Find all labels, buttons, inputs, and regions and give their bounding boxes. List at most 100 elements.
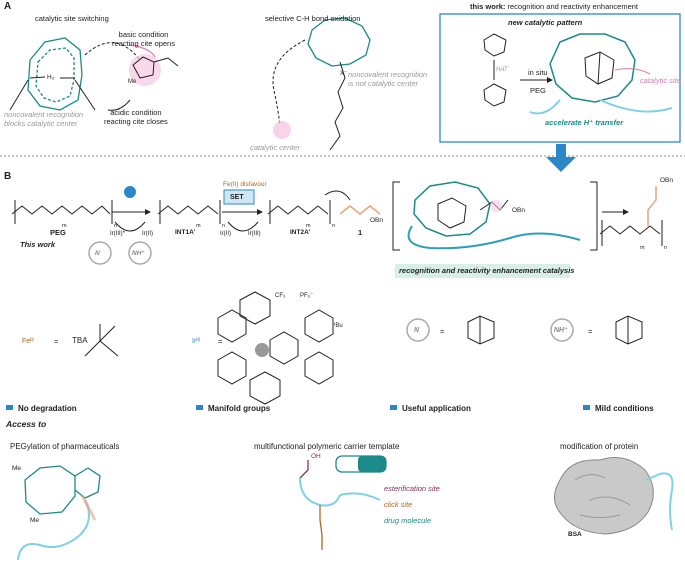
- drug-highlight: [80, 494, 97, 521]
- n1: n: [114, 223, 118, 229]
- n-cycle-1: [88, 241, 152, 265]
- obn-label-b: OBn: [512, 207, 526, 214]
- ir-center: [255, 343, 269, 357]
- ir-equals: =: [218, 337, 223, 346]
- ir2b-label: Ir(II): [220, 231, 231, 237]
- pegylation-caption: PEGylation of pharmaceuticals: [10, 442, 120, 451]
- access-title: Access to: [6, 419, 47, 429]
- crown-ether-a3: [549, 33, 636, 103]
- banner-text: recognition and reactivity enhancement c…: [399, 266, 575, 275]
- peg-backbone-1: [11, 200, 113, 224]
- fe-symbol: Feᴵᴵᴵ: [22, 338, 34, 345]
- quinuclidine-a3: [584, 51, 615, 85]
- drug-molecule-label: drug molecule: [384, 516, 432, 525]
- product-b: [599, 220, 663, 246]
- int1a-label: INT1A': [175, 229, 196, 236]
- catalytic-site-text: catalytic site: [640, 76, 681, 85]
- legend-n: N: [414, 327, 420, 334]
- col1-title: catalytic site switching: [35, 14, 109, 23]
- feature-mild-conditions: Mild conditions: [583, 404, 654, 413]
- metal-center: [273, 121, 291, 139]
- feature-square-icon: [390, 405, 397, 410]
- peg-label: PEG: [50, 228, 66, 237]
- ir-symbol: Irᴵᴵᴵ: [192, 338, 200, 345]
- tbu-label: ᵗBu: [334, 323, 343, 329]
- esterification-label: esterification site: [384, 484, 440, 493]
- peg-tail-b: [407, 225, 581, 250]
- ir-complex: [217, 291, 334, 405]
- bracket: [392, 181, 598, 251]
- me-label-a1: Me: [128, 79, 137, 85]
- legend-nh-equals: =: [588, 327, 593, 336]
- n3: n: [332, 223, 336, 229]
- basic-condition-text: basic condition reacting cite opens: [112, 30, 175, 48]
- me-label-drug-1: Me: [12, 465, 22, 472]
- dashed-arc-a1: [84, 42, 141, 61]
- ir2-label: Ir(II): [142, 231, 153, 237]
- drug-box-fill: [358, 456, 386, 472]
- acidic-condition-text: acidic condition reacting cite closes: [104, 108, 168, 126]
- ir-cycle-2: [227, 221, 259, 232]
- pyrazole-ring: [132, 56, 179, 79]
- banner-bg: [395, 264, 570, 278]
- quinuclidine-left: [483, 33, 507, 107]
- ammonium-a1: [9, 76, 96, 111]
- m3: m: [306, 223, 311, 229]
- arrow-basic: [129, 44, 156, 58]
- fe-equals: =: [54, 337, 59, 346]
- ir-cycle: [114, 221, 146, 232]
- legend-n-equals: =: [440, 327, 445, 336]
- this-work-label: This work: [20, 240, 56, 249]
- panel-a-letter: A: [4, 1, 12, 12]
- acrylate: [339, 205, 381, 215]
- click-site-label: click site: [384, 500, 413, 509]
- hat-label: HAT: [496, 67, 508, 73]
- bsa-label: BSA: [568, 531, 582, 538]
- n-cycle-label: N: [95, 250, 100, 257]
- legend-nh: NH⁺: [554, 327, 568, 334]
- carrier-caption: multifunctional polymeric carrier templa…: [254, 442, 400, 451]
- cf3-label: CF₃: [275, 293, 286, 299]
- catalyst-icon: [124, 186, 136, 198]
- peg-backbone-int1: [157, 200, 221, 224]
- catalytic-arrow: [614, 68, 651, 75]
- fe-disfavour-label: Fe(II) disfavour: [223, 181, 267, 188]
- addition-arrow: [324, 190, 351, 201]
- feature-no-degradation: No degradation: [6, 404, 77, 413]
- int2a-label: INT2A': [290, 229, 311, 236]
- product-chain: [647, 186, 657, 226]
- catalytic-center-text: catalytic center: [250, 143, 301, 152]
- alkyl-chain-a2: [329, 61, 346, 151]
- accelerate-text: accelerate H⁺ transfer: [545, 118, 624, 127]
- ir3b-label: Ir(III): [248, 231, 261, 237]
- compound-1-label: 1: [358, 228, 363, 237]
- noncovalent-not-text: noncovalent recognition is not catalytic…: [348, 70, 428, 88]
- me-label-drug-2: Me: [30, 517, 40, 524]
- m4: m: [640, 245, 645, 251]
- insitu-label: in situ: [528, 68, 548, 77]
- dashed-arc-a2: [272, 39, 306, 126]
- pf6-label: PF₆⁻: [300, 293, 314, 299]
- n4: n: [664, 245, 668, 251]
- ir3-label: Ir(III)*: [110, 231, 125, 237]
- protein-caption: modification of protein: [560, 442, 639, 451]
- legend-circles: [406, 318, 574, 342]
- h2-label: H₂: [47, 74, 55, 81]
- carrier-template: [299, 460, 381, 550]
- n2: n: [222, 223, 226, 229]
- obn-label-1: OBn: [370, 217, 384, 224]
- m1: m: [62, 223, 67, 229]
- col2-title: selective C-H bond oxidation: [265, 14, 361, 23]
- quinuclidine-b: [437, 197, 467, 229]
- feature-manifold-groups: Manifold groups: [196, 404, 270, 413]
- fe-complex: [84, 324, 119, 357]
- set-box: [223, 189, 255, 205]
- set-label: SET: [230, 194, 244, 201]
- feature-square-icon: [196, 405, 203, 410]
- panel-b-letter: B: [4, 171, 12, 182]
- col3-title: this work: recognition and reactivity en…: [470, 2, 639, 11]
- crown-ether-a2: [307, 17, 371, 67]
- this-work-box: [439, 13, 681, 143]
- down-arrow: [546, 144, 576, 172]
